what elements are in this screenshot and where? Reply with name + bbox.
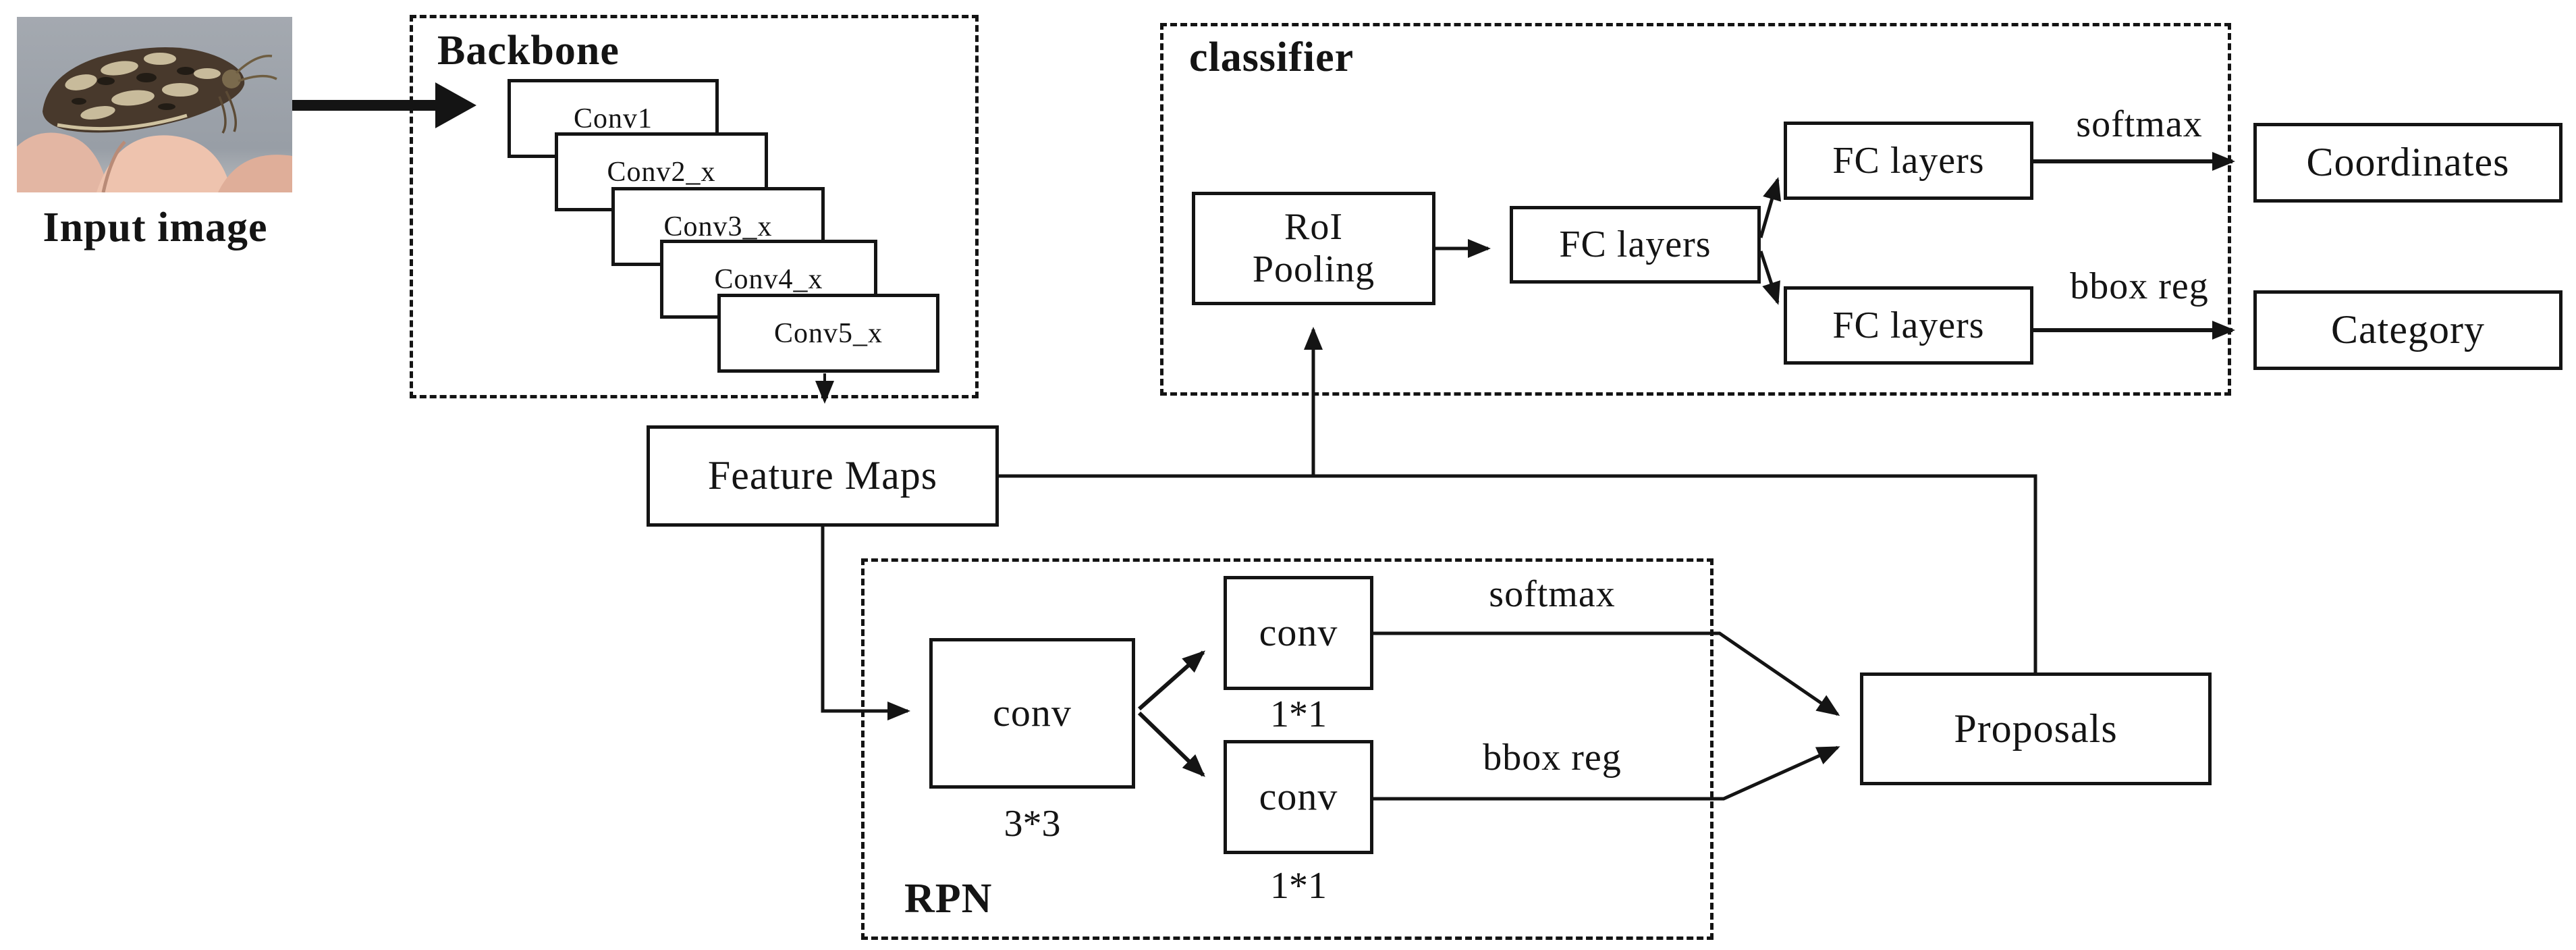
roi-pooling-label-line2: Pooling xyxy=(1252,248,1375,290)
rpn-title: RPN xyxy=(904,876,993,922)
rpn-softmax-label: softmax xyxy=(1489,573,1616,615)
category-label: Category xyxy=(2331,307,2485,352)
backbone-conv5: Conv5_x xyxy=(717,294,939,373)
feature-maps-box: Feature Maps xyxy=(647,425,999,527)
input-photo xyxy=(17,17,292,192)
backbone-conv1-label: Conv1 xyxy=(573,103,653,134)
arrow-featuremaps-to-conv3x3 xyxy=(821,527,910,720)
classifier-title: classifier xyxy=(1189,34,1354,80)
coordinates-box: Coordinates xyxy=(2253,123,2563,203)
rpn-conv1x1-top-label: conv xyxy=(1259,610,1338,655)
rpn-conv3x3-box: conv xyxy=(929,638,1135,789)
input-image-caption: Input image xyxy=(43,205,268,250)
rpn-conv3x3-label: conv xyxy=(993,691,1072,735)
classifier-softmax-label: softmax xyxy=(2076,103,2203,145)
arrow-fc-to-fc-bottom xyxy=(1759,250,1780,305)
rpn-conv1x1-bottom-kernel: 1*1 xyxy=(1270,865,1327,907)
line-featuremaps-to-proposals xyxy=(999,474,2037,672)
arrow-input-to-backbone xyxy=(292,82,476,128)
coordinates-label: Coordinates xyxy=(2306,140,2510,185)
backbone-title: Backbone xyxy=(437,28,620,74)
fc-layers-top-box: FC layers xyxy=(1784,122,2033,200)
fc-layers-top-label: FC layers xyxy=(1832,139,1985,182)
backbone-group-box xyxy=(410,15,979,398)
backbone-conv5-label: Conv5_x xyxy=(773,317,883,349)
rpn-conv1x1-bottom-box: conv xyxy=(1224,740,1373,854)
rpn-bbox-reg-label: bbox reg xyxy=(1483,737,1622,779)
proposals-label: Proposals xyxy=(1954,706,2118,751)
arrow-conv3x3-to-conv1x1-bottom xyxy=(1137,711,1205,777)
rpn-conv1x1-bottom-label: conv xyxy=(1259,774,1338,819)
backbone-conv4-label: Conv4_x xyxy=(714,263,823,295)
proposals-box: Proposals xyxy=(1860,672,2212,785)
roi-pooling-box: RoI Pooling xyxy=(1192,192,1435,305)
fc-layers-mid-label: FC layers xyxy=(1559,223,1711,266)
backbone-conv2-label: Conv2_x xyxy=(607,156,716,188)
rpn-conv3x3-kernel: 3*3 xyxy=(1004,803,1061,845)
rpn-conv1x1-top-box: conv xyxy=(1224,576,1373,690)
fc-layers-bottom-box: FC layers xyxy=(1784,286,2033,365)
fc-layers-bottom-label: FC layers xyxy=(1832,304,1985,346)
fc-layers-mid-box: FC layers xyxy=(1510,206,1761,284)
category-box: Category xyxy=(2253,290,2563,370)
arrow-rpn-bbox-to-proposals xyxy=(1373,745,1840,801)
backbone-conv3-label: Conv3_x xyxy=(663,211,773,242)
arrow-conv3x3-to-conv1x1-top xyxy=(1138,650,1205,711)
classifier-group-box xyxy=(1160,23,2231,396)
classifier-bbox-reg-label: bbox reg xyxy=(2070,265,2209,307)
arrow-rpn-softmax-to-proposals xyxy=(1373,631,1840,716)
rpn-conv1x1-top-kernel: 1*1 xyxy=(1270,693,1327,735)
rpn-group-box xyxy=(861,558,1714,940)
roi-pooling-label-line1: RoI xyxy=(1284,206,1343,248)
feature-maps-label: Feature Maps xyxy=(707,453,938,498)
arrow-fc-to-fc-top xyxy=(1759,177,1782,238)
